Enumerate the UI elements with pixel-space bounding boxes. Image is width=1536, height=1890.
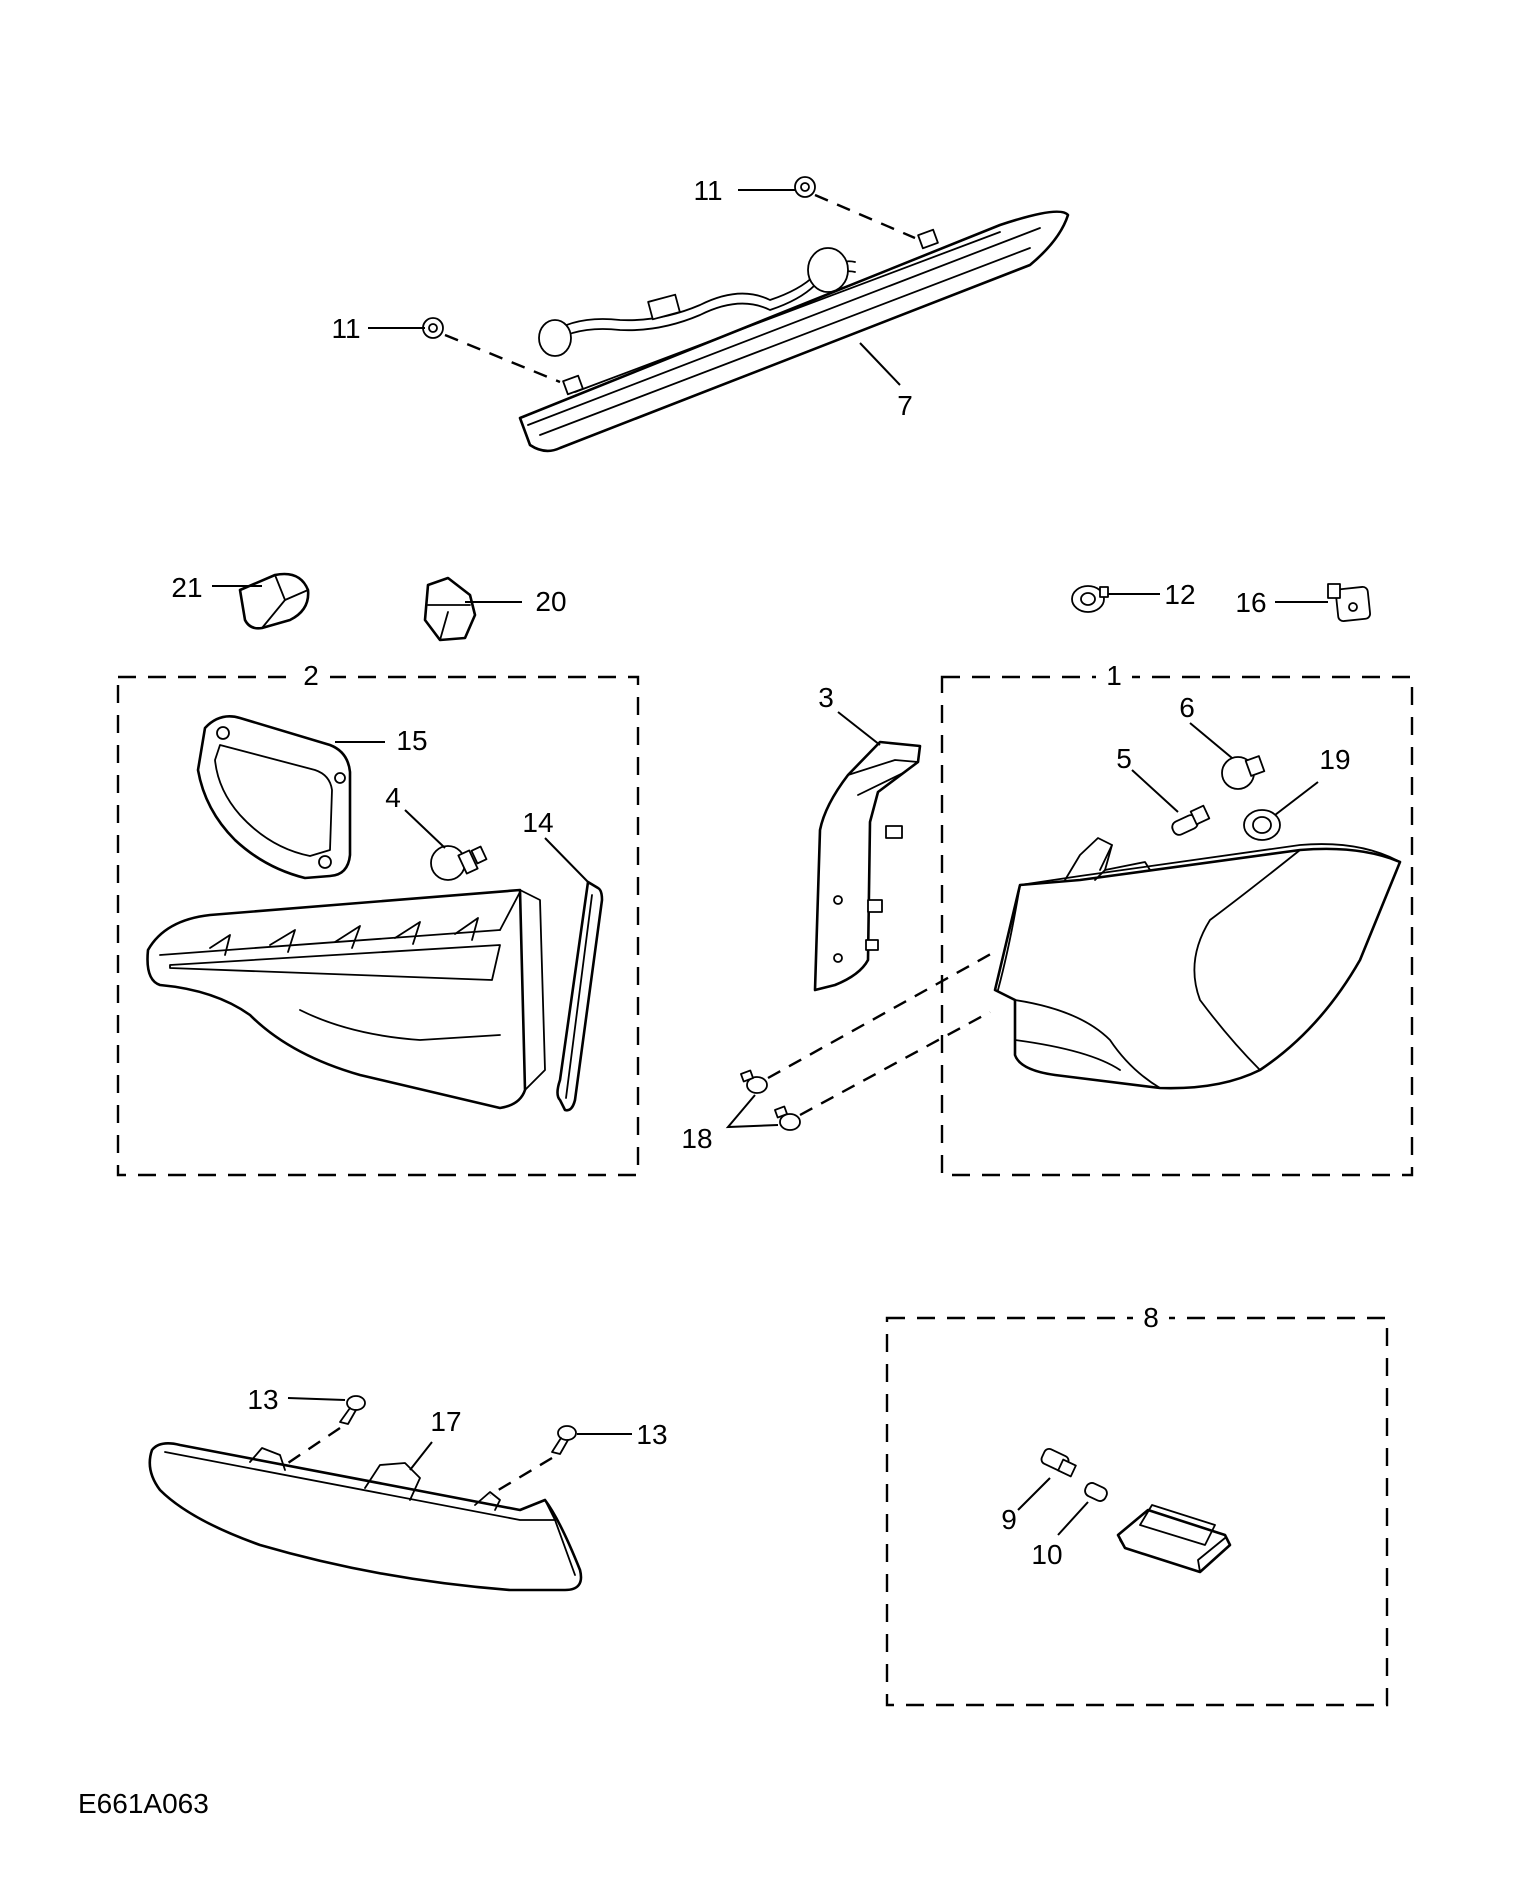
callout-19: 19 [1319,744,1350,775]
callout-10: 10 [1031,1539,1062,1570]
callout-13-right: 13 [636,1419,667,1450]
dash-line-11-lower [444,333,561,384]
callout-21: 21 [171,572,202,603]
bulb-4 [430,845,488,881]
callout-2: 2 [303,660,319,691]
leader-10 [1057,1501,1089,1536]
leader-14 [544,837,589,883]
callout-1: 1 [1106,660,1122,691]
leader-9 [1017,1477,1051,1511]
rear-reflector-17 [148,1442,583,1592]
screw-18-upper [740,1069,768,1094]
dash-line-18-upper [767,948,999,1080]
dash-line-13-left [284,1427,341,1466]
box-2-label-gap [294,656,330,696]
clip-16 [1327,583,1371,622]
licence-plate-lamp [1116,1504,1232,1574]
box-8-label-gap [1133,1298,1169,1338]
callout-13-left: 13 [247,1384,278,1415]
callout-11-lower: 11 [331,313,360,344]
bulb-10 [1084,1482,1108,1502]
leader-18 [725,1094,779,1129]
dash-line-13-right [489,1456,553,1497]
callout-18: 18 [681,1123,712,1154]
box-1-label-gap [1096,656,1132,696]
callout-3: 3 [818,682,834,713]
pin-13-right [551,1425,577,1455]
callout-17: 17 [430,1406,461,1437]
bulb-holder-9 [1040,1448,1077,1478]
bulb-5 [1171,804,1211,836]
callout-9: 9 [1001,1504,1017,1535]
diagram-code: E661A063 [78,1788,209,1819]
callout-12: 12 [1164,579,1195,610]
callout-7: 7 [897,390,913,421]
grommet-19 [1243,809,1281,841]
dash-line-18-lower [799,1010,991,1117]
nut-11-lower [422,317,444,339]
assembly-box-8 [885,1316,1389,1707]
seal-14 [556,880,604,1112]
inner-tail-lamp-2 [146,888,546,1110]
callout-5: 5 [1116,743,1132,774]
outer-tail-lamp-1 [993,837,1402,1090]
clip-12 [1071,585,1109,613]
leader-7 [859,342,901,386]
bulb-6 [1221,755,1266,790]
leader-5 [1131,769,1179,813]
leader-6 [1189,722,1233,759]
leader-4 [404,809,446,849]
dash-line-11-upper [814,193,916,240]
leader-17 [409,1441,433,1471]
bracket-3 [813,740,922,992]
callout-15: 15 [396,725,427,756]
callout-16: 16 [1235,587,1266,618]
assembly-box-2 [116,675,640,1177]
screw-18-lower [774,1105,801,1131]
connector-21 [238,572,310,630]
assembly-box-1 [940,675,1414,1177]
callout-14: 14 [522,807,553,838]
connector-20 [423,576,477,642]
pin-13-left [339,1395,366,1425]
leader-19 [1274,781,1319,816]
callout-20: 20 [535,586,566,617]
nut-11-upper [794,176,816,198]
callout-11-upper: 11 [693,175,722,206]
leader-13-left [287,1397,346,1401]
callout-6: 6 [1179,692,1195,723]
gasket-15 [196,715,352,880]
high-mounted-stop-lamp-part [518,210,1070,453]
callout-4: 4 [385,782,401,813]
leader-3 [837,711,881,746]
callout-8: 8 [1143,1302,1159,1333]
